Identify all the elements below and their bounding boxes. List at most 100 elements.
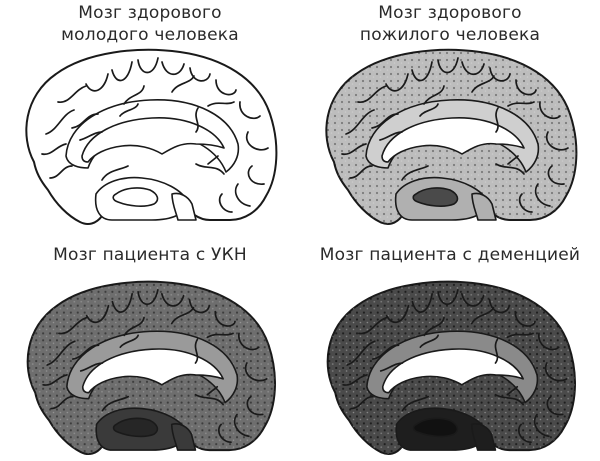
brain-sulcus	[488, 298, 511, 314]
brain-illustration-elderly	[325, 48, 578, 225]
brain-sulcus	[385, 304, 410, 324]
brain-sulcus	[233, 413, 250, 438]
brain-sulcus	[534, 183, 551, 207]
brain-illustration-mci	[26, 280, 276, 456]
brain-sulcus	[234, 183, 251, 207]
brain-sulcus	[160, 292, 185, 307]
caption-mci-patient: Мозг пациента с УКН	[0, 244, 300, 266]
brain-sulcus	[518, 193, 533, 213]
brain-sulcus	[539, 101, 561, 120]
brain-hippocampus	[412, 187, 459, 207]
brain-sulcus	[49, 165, 73, 179]
brain-sulcus	[371, 344, 400, 360]
brain-sulcus	[489, 67, 511, 82]
brain-sulcus	[194, 338, 199, 364]
caption-line-1: Мозг здорового	[78, 3, 222, 23]
caption-dementia-patient: Мозг пациента с деменцией	[300, 244, 600, 266]
brain-sulcus	[341, 143, 367, 156]
brain-hippocampus	[112, 417, 159, 438]
brain-sulcus	[57, 85, 87, 103]
brain-sulcus	[71, 113, 99, 129]
brain-limbic-band	[65, 99, 240, 173]
brain-sulcus	[50, 395, 74, 410]
brain-sulcus	[538, 332, 560, 351]
brain-sulcus	[506, 332, 534, 339]
brain-sulcus	[188, 298, 211, 314]
brain-sulcus	[214, 310, 236, 327]
brain-stem	[170, 423, 197, 451]
brain-sulcus	[195, 107, 199, 133]
brain-sulcus	[245, 131, 269, 151]
brain-sulcus	[346, 340, 376, 366]
brain-sulcus	[206, 332, 234, 339]
brain-sulcus	[358, 316, 388, 335]
brain-sulcus	[161, 61, 185, 76]
brain-sulcus	[119, 103, 139, 117]
brain-sulcus	[471, 75, 495, 93]
brain-sulcus	[101, 395, 130, 412]
brain-sulcus	[46, 340, 76, 366]
caption-line-1: Мозг пациента с деменцией	[319, 245, 581, 265]
brain-ventricle	[81, 117, 225, 163]
brain-sulcus	[194, 393, 225, 406]
brain-sulcus	[494, 393, 525, 406]
brain-sulcus	[206, 385, 219, 396]
brain-sulcus	[42, 374, 68, 386]
brain-sulcus	[460, 292, 485, 307]
brain-sulcus	[371, 113, 399, 129]
brain-sulcus	[533, 413, 550, 438]
brain-sulcus	[101, 165, 129, 181]
brain-sulcus	[411, 292, 434, 313]
brain-sulcus	[171, 75, 195, 93]
brain-sulcus	[218, 193, 233, 213]
brain-sulcus	[85, 304, 110, 324]
brain-sulcus	[401, 395, 430, 412]
panel-elderly-healthy-brain: Мозг здорового пожилого человека	[300, 0, 600, 230]
brain-sulcus	[547, 165, 565, 185]
brain-sulcus	[123, 316, 145, 337]
brain-sulcus	[544, 362, 568, 382]
brain-limbic-band	[365, 99, 540, 173]
brain-stem	[471, 192, 497, 221]
caption-line-2: молодого человека	[61, 25, 239, 45]
brain-stem	[171, 192, 197, 221]
brain-sulcus	[437, 57, 459, 74]
brain-sulcus	[207, 155, 219, 165]
brain-sulcus	[437, 289, 459, 306]
brain-ventricle	[381, 348, 524, 394]
brain-illustration-young	[25, 48, 278, 225]
caption-line-1: Мозг пациента с УКН	[53, 245, 247, 265]
brain-sulcus	[123, 85, 145, 105]
caption-elderly-healthy: Мозг здорового пожилого человека	[300, 2, 600, 46]
brain-sulcus	[111, 292, 134, 313]
brain-sulcus	[379, 131, 403, 141]
brain-sulcus	[506, 385, 519, 396]
brain-ventricle	[381, 117, 525, 163]
brain-sulcus	[419, 334, 439, 349]
brain-sulcus	[239, 101, 261, 120]
brain-sulcus	[461, 61, 485, 76]
brain-sulcus	[238, 332, 260, 351]
brain-sulcus	[379, 362, 404, 372]
brain-hippocampus	[412, 417, 459, 438]
brain-sulcus	[507, 101, 535, 107]
brain-sulcus	[71, 344, 100, 360]
brain-sulcus	[137, 57, 159, 74]
brain-sulcus	[345, 109, 375, 135]
brain-sulcus	[247, 165, 265, 185]
panel-dementia-patient-brain: Мозг пациента с деменцией	[300, 230, 600, 460]
brain-hippocampus	[112, 187, 159, 207]
brain-sulcus	[119, 334, 139, 349]
brain-sulcus	[423, 85, 445, 105]
brain-sulcus	[401, 165, 429, 181]
brain-sulcus	[495, 107, 499, 133]
brain-sulcus	[170, 306, 195, 325]
brain-sulcus	[357, 85, 387, 103]
brain-ventricle	[81, 348, 224, 394]
brain-sulcus	[215, 79, 237, 96]
caption-line-1: Мозг здорового	[378, 3, 522, 23]
brain-sulcus	[207, 101, 235, 107]
brain-sulcus	[350, 395, 374, 410]
brain-sulcus	[79, 131, 103, 141]
caption-line-2: пожилого человека	[359, 25, 541, 45]
